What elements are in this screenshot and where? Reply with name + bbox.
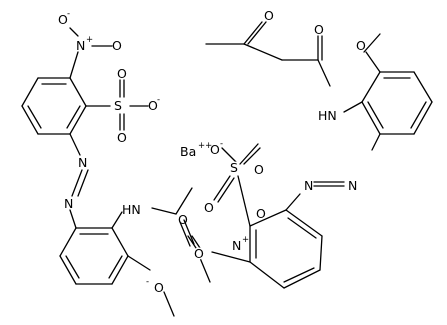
amide-left-hn: HN xyxy=(122,202,141,217)
azo-right-n1: N xyxy=(348,178,357,193)
sulfonate-a-o-top: O xyxy=(117,66,127,81)
ring-a xyxy=(21,77,87,135)
sulfonate-d-s: S xyxy=(230,160,238,175)
amide-left-o: O xyxy=(178,212,188,227)
amide-right-o: O xyxy=(314,22,324,37)
sulfonate-a: S O O O - xyxy=(85,66,160,145)
nitro-group: N + O O - xyxy=(58,9,122,79)
nitro-d: N + O O xyxy=(187,205,268,283)
sulfonate-d-charge: - xyxy=(220,139,223,149)
azo-left-n2: N xyxy=(64,196,73,211)
sulfonate-a-charge: - xyxy=(157,95,160,105)
barium-ion: Ba ++ xyxy=(180,141,212,159)
ring-b xyxy=(59,227,129,285)
sulfonate-a-o-bottom: O xyxy=(117,130,127,145)
acetoacetyl-chain: O O HN xyxy=(205,8,337,123)
nitro-n-charge: + xyxy=(86,35,93,45)
barium-charge: ++ xyxy=(198,141,212,151)
ring-c xyxy=(343,71,433,135)
sulfonate-d-o-minus: O xyxy=(210,142,220,157)
barium-symbol: Ba xyxy=(180,144,196,159)
nitro-d-o: O xyxy=(194,246,204,261)
nitro-o-charge: - xyxy=(67,9,70,19)
amide-right-hn: HN xyxy=(318,108,337,123)
ketone-o: O xyxy=(264,8,274,23)
amide-left: HN O xyxy=(111,187,195,247)
azo-right-n2: N xyxy=(304,178,313,193)
ring-d xyxy=(249,209,323,289)
nitro-d-n: N xyxy=(232,238,241,253)
methoxy-right: O xyxy=(356,33,381,73)
nitro-o: O xyxy=(112,38,122,53)
methoxy-right-o: O xyxy=(356,38,366,53)
azo-right: N N xyxy=(285,133,381,211)
methoxy-left: O - xyxy=(127,255,175,317)
nitro-d-o2: O xyxy=(256,206,266,221)
sulfonate-d-o-right: O xyxy=(254,162,264,177)
nitro-o-minus: O xyxy=(58,12,68,27)
methoxy-left-o: O xyxy=(154,280,164,295)
sulfonate-d: S O - O O xyxy=(203,139,266,227)
nitro-n: N xyxy=(76,38,85,53)
sulfonate-a-s: S xyxy=(114,98,122,113)
nitro-d-charge: + xyxy=(242,235,249,245)
sulfonate-d-o-bottom: O xyxy=(204,200,214,215)
sulfonate-a-o-minus: O xyxy=(148,98,158,113)
methoxy-left-charge: - xyxy=(146,277,149,287)
azo-left-n1: N xyxy=(78,155,87,170)
azo-left: N N xyxy=(64,133,89,229)
